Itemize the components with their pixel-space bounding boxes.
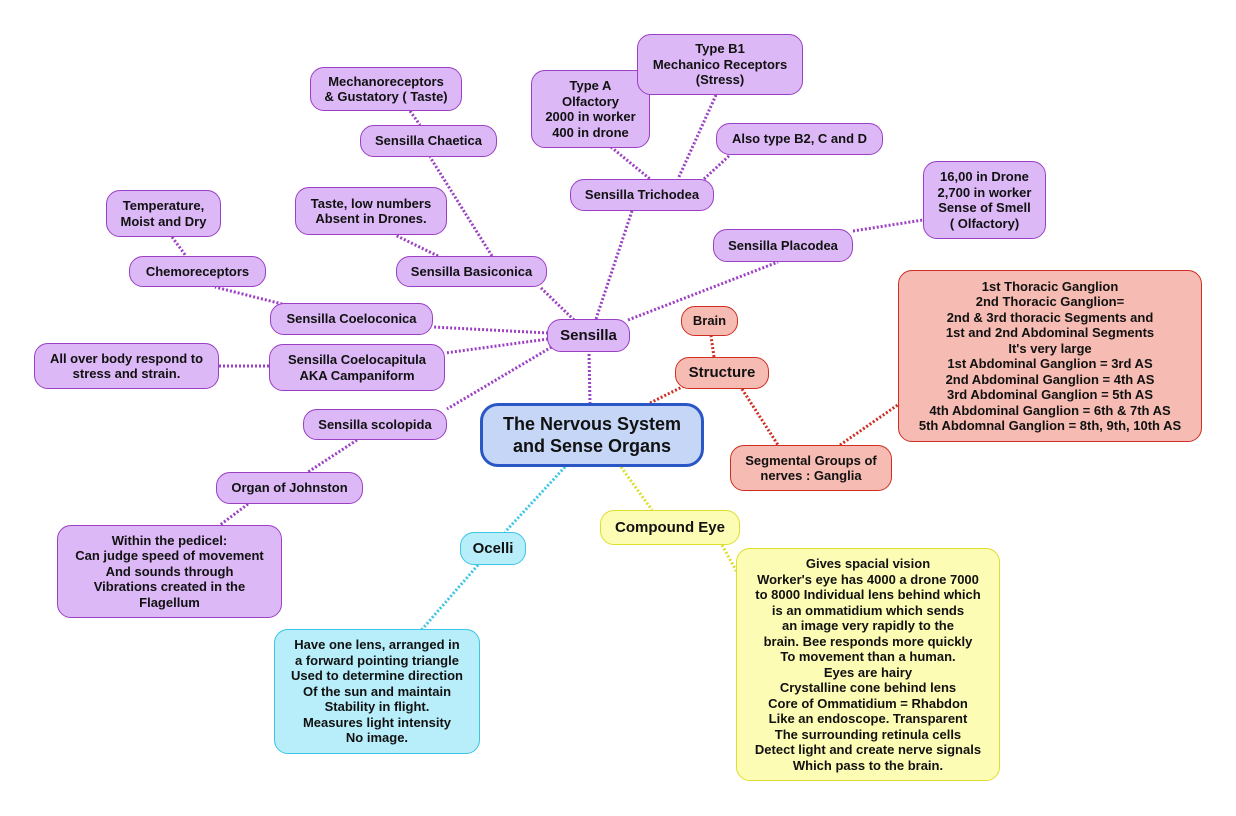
connector-line [444, 337, 549, 355]
node-type-a[interactable]: Type A Olfactory 2000 in worker 400 in d… [531, 70, 650, 148]
node-ocelli-details[interactable]: Have one lens, arranged in a forward poi… [274, 629, 480, 754]
connector-line [432, 325, 549, 335]
node-sensilla-trichodea[interactable]: Sensilla Trichodea [570, 179, 714, 211]
connector-line [446, 343, 556, 411]
connector-line [594, 210, 634, 320]
node-compound-eye-details[interactable]: Gives spacial vision Worker's eye has 40… [736, 548, 1000, 781]
connector-line [587, 351, 592, 405]
node-sensilla-coelocapitula[interactable]: Sensilla Coelocapitula AKA Campaniform [269, 344, 445, 391]
node-segmental-ganglia[interactable]: Segmental Groups of nerves : Ganglia [730, 445, 892, 491]
connector-line [538, 285, 576, 322]
connector-line [720, 544, 740, 575]
connector-line [610, 145, 651, 181]
connector-line [619, 466, 654, 511]
node-mechanoreceptors-gustatory[interactable]: Mechanoreceptors & Gustatory ( Taste) [310, 67, 462, 111]
branch-compound-eye[interactable]: Compound Eye [600, 510, 740, 545]
connector-line [170, 236, 188, 257]
connector-line [702, 153, 732, 181]
node-temperature-moist-dry[interactable]: Temperature, Moist and Dry [106, 190, 221, 237]
connector-line [428, 156, 494, 257]
branch-sensilla[interactable]: Sensilla [547, 319, 630, 352]
connector-line [852, 218, 924, 233]
node-type-b1[interactable]: Type B1 Mechanico Receptors (Stress) [637, 34, 803, 95]
node-brain[interactable]: Brain [681, 306, 738, 336]
connector-line [676, 94, 718, 180]
node-taste-low-numbers[interactable]: Taste, low numbers Absent in Drones. [295, 187, 447, 235]
node-ganglia-details[interactable]: 1st Thoracic Ganglion 2nd Thoracic Gangl… [898, 270, 1202, 442]
connector-line [740, 388, 780, 446]
node-sensilla-coeloconica[interactable]: Sensilla Coeloconica [270, 303, 433, 335]
connector-line [394, 233, 439, 258]
branch-structure[interactable]: Structure [675, 357, 769, 389]
node-organ-of-johnston[interactable]: Organ of Johnston [216, 472, 363, 504]
node-sensilla-scolopida[interactable]: Sensilla scolopida [303, 409, 447, 440]
central-topic[interactable]: The Nervous System and Sense Organs [480, 403, 704, 467]
connector-line [503, 465, 567, 534]
node-sensilla-placodea[interactable]: Sensilla Placodea [713, 229, 853, 262]
connector-line [709, 335, 716, 358]
node-sensilla-chaetica[interactable]: Sensilla Chaetica [360, 125, 497, 157]
connector-line [408, 110, 422, 126]
node-drone-worker-smell[interactable]: 16,00 in Drone 2,700 in worker Sense of … [923, 161, 1046, 239]
node-sensilla-basiconica[interactable]: Sensilla Basiconica [396, 256, 547, 287]
node-also-type-b2[interactable]: Also type B2, C and D [716, 123, 883, 155]
connector-line [627, 260, 779, 322]
connector-line [214, 285, 291, 308]
connector-line [416, 564, 480, 635]
connector-line [219, 502, 249, 527]
node-within-pedicel[interactable]: Within the pedicel: Can judge speed of m… [57, 525, 282, 618]
connector-line [649, 383, 687, 405]
connector-line [839, 400, 903, 447]
node-chemoreceptors[interactable]: Chemoreceptors [129, 256, 266, 287]
connector-line [307, 438, 358, 474]
branch-ocelli[interactable]: Ocelli [460, 532, 526, 565]
node-all-over-body[interactable]: All over body respond to stress and stra… [34, 343, 219, 389]
